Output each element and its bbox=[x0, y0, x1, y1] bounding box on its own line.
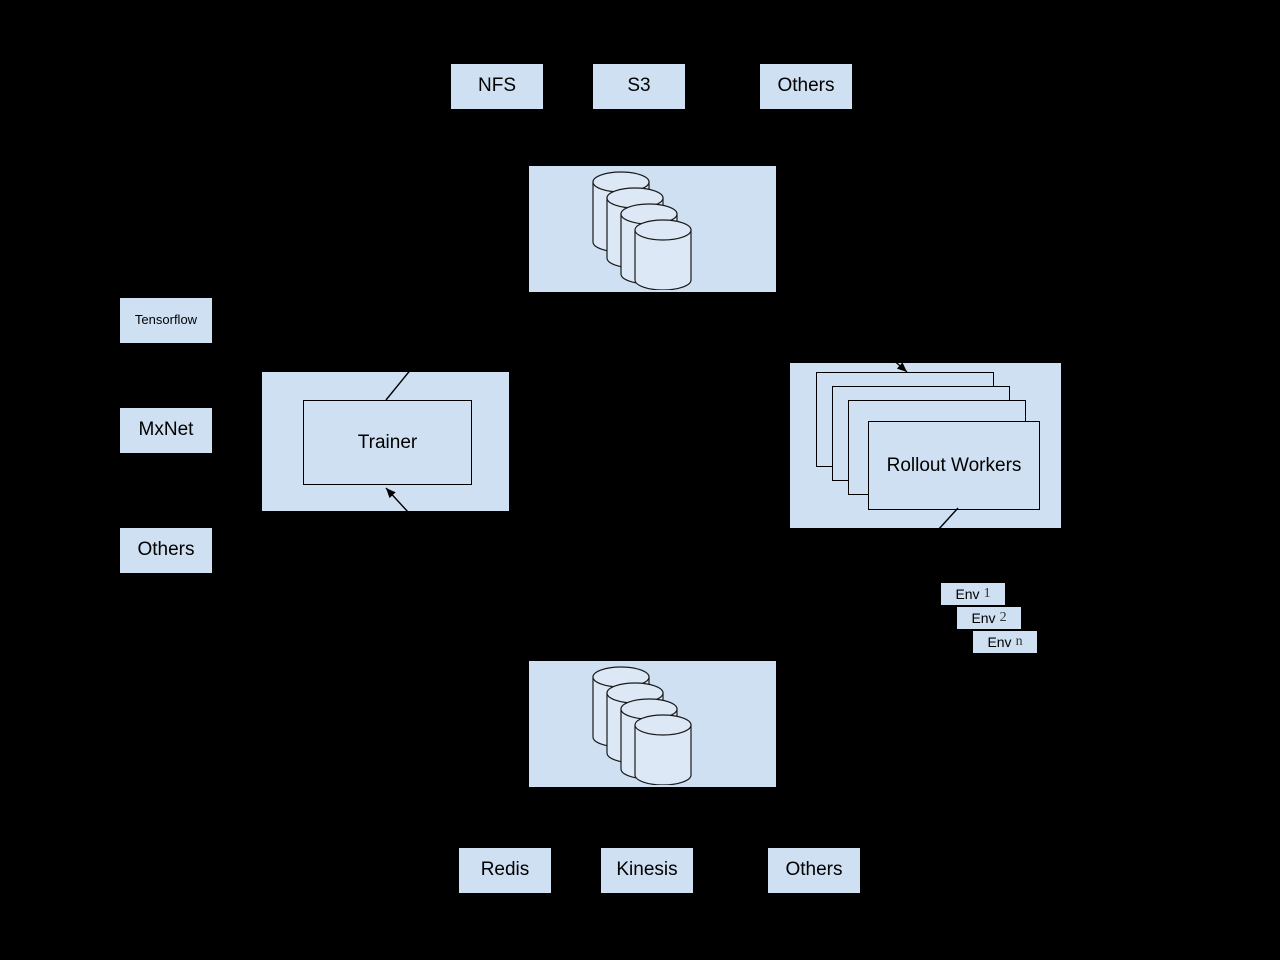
env-box-n[interactable]: Env n bbox=[973, 631, 1037, 653]
queue-backend-redis-label: Redis bbox=[480, 859, 530, 881]
trainer-box[interactable]: Trainer bbox=[303, 400, 472, 485]
env-box-2[interactable]: Env 2 bbox=[957, 607, 1021, 629]
queue-backend-kinesis[interactable]: Kinesis bbox=[601, 848, 693, 893]
trainer-label: Trainer bbox=[357, 431, 418, 453]
queue-backend-others[interactable]: Others bbox=[768, 848, 860, 893]
env-box-n-word: Env bbox=[987, 634, 1012, 650]
framework-mxnet[interactable]: MxNet bbox=[120, 408, 212, 453]
storage-backend-others[interactable]: Others bbox=[760, 64, 852, 109]
env-box-1-word: Env bbox=[955, 586, 980, 602]
queue-backend-others-label: Others bbox=[785, 859, 843, 881]
rollout-worker-card-front[interactable]: Rollout Workers bbox=[868, 421, 1040, 510]
trainer-panel[interactable]: Trainer bbox=[262, 372, 509, 511]
env-box-1-num: 1 bbox=[983, 586, 991, 601]
storage-backend-s3[interactable]: S3 bbox=[593, 64, 685, 109]
upper-datastore-cylinder-stack bbox=[592, 171, 692, 290]
env-box-1[interactable]: Env 1 bbox=[941, 583, 1005, 605]
env-box-2-num: 2 bbox=[999, 610, 1007, 625]
upper-datastore-panel[interactable] bbox=[529, 166, 776, 292]
framework-tensorflow[interactable]: Tensorflow bbox=[120, 298, 212, 343]
storage-backend-nfs[interactable]: NFS bbox=[451, 64, 543, 109]
env-box-n-num: n bbox=[1015, 634, 1023, 649]
framework-others-label: Others bbox=[137, 539, 195, 561]
framework-tensorflow-label: Tensorflow bbox=[134, 312, 198, 328]
storage-backend-others-label: Others bbox=[777, 75, 835, 97]
storage-backend-s3-label: S3 bbox=[627, 75, 651, 97]
lower-datastore-cylinder-stack bbox=[592, 666, 692, 785]
queue-backend-redis[interactable]: Redis bbox=[459, 848, 551, 893]
rollout-workers-panel[interactable]: Rollout Workers bbox=[790, 363, 1061, 528]
queue-backend-kinesis-label: Kinesis bbox=[616, 859, 678, 881]
storage-backend-nfs-label: NFS bbox=[478, 75, 516, 97]
framework-others[interactable]: Others bbox=[120, 528, 212, 573]
lower-datastore-panel[interactable] bbox=[529, 661, 776, 787]
framework-mxnet-label: MxNet bbox=[138, 419, 194, 441]
rollout-workers-label: Rollout Workers bbox=[886, 454, 1022, 476]
env-box-2-word: Env bbox=[971, 610, 996, 626]
